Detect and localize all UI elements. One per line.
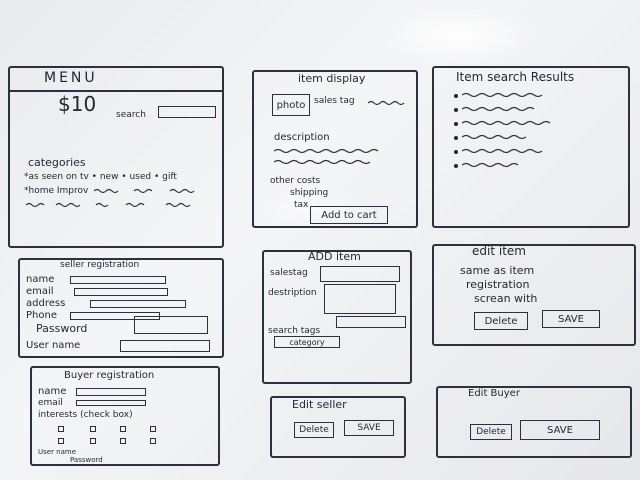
interests-label: interests (check box) — [38, 410, 133, 420]
edit-buyer-title: Edit Buyer — [468, 388, 520, 399]
search-label: search — [116, 110, 146, 120]
interest-checkbox[interactable] — [90, 426, 96, 432]
menu-header-divider — [10, 90, 222, 92]
seller-registration-panel: seller registration name email address P… — [18, 258, 224, 358]
shipping-label: shipping — [290, 188, 329, 198]
item-display-title: item display — [298, 72, 366, 85]
photo-placeholder: photo — [272, 94, 310, 116]
seller-username-input[interactable] — [120, 340, 210, 352]
seller-password-label: Password — [36, 322, 88, 335]
add-to-cart-button[interactable]: Add to cart — [310, 206, 388, 224]
interest-checkbox[interactable] — [150, 438, 156, 444]
interest-checkbox[interactable] — [58, 438, 64, 444]
add-item-title: ADD item — [308, 250, 361, 263]
seller-registration-title: seller registration — [60, 260, 140, 270]
edit-item-note-3: screan with — [474, 292, 538, 305]
categories-label: categories — [28, 156, 86, 169]
search-results-title: Item search Results — [456, 70, 575, 84]
buyer-email-label: email — [38, 398, 63, 408]
edit-item-note-1: same as item — [460, 264, 535, 277]
result-bullet — [454, 94, 458, 98]
result-bullet — [454, 164, 458, 168]
glare — [380, 6, 540, 66]
buyer-registration-title: Buyer registration — [64, 370, 155, 381]
category-line-1: *as seen on tv • new • used • gift — [24, 172, 177, 182]
seller-phone-label: Phone — [26, 310, 57, 321]
seller-name-label: name — [26, 274, 55, 285]
edit-buyer-panel: Edit Buyer Delete SAVE — [436, 386, 632, 458]
result-bullet — [454, 108, 458, 112]
result-bullet — [454, 150, 458, 154]
buyer-username-label: User name — [38, 448, 77, 456]
category-placeholder — [94, 188, 214, 194]
result-lines — [462, 92, 572, 168]
interest-checkbox[interactable] — [150, 426, 156, 432]
sales-tag-label: sales tag — [314, 96, 355, 106]
search-results-panel: Item search Results — [432, 66, 630, 228]
category-line-2: *home Improv — [24, 186, 89, 196]
menu-title: MENU — [44, 70, 98, 86]
seller-email-input[interactable] — [74, 288, 168, 296]
delete-button[interactable]: Delete — [470, 424, 512, 440]
item-display-panel: item display photo sales tag description… — [252, 70, 418, 228]
description-label: destription — [268, 288, 317, 298]
description-label: description — [274, 132, 330, 143]
edit-item-title: edit item — [472, 244, 526, 258]
interest-checkbox[interactable] — [120, 438, 126, 444]
edit-seller-panel: Edit seller Delete SAVE — [270, 396, 406, 458]
buyer-registration-panel: Buyer registration name email interests … — [30, 366, 220, 466]
seller-email-label: email — [26, 286, 54, 297]
edit-item-note-2: registration — [466, 278, 530, 291]
search-tags-label: search tags — [268, 326, 321, 336]
save-button[interactable]: SAVE — [344, 420, 394, 436]
seller-password-input[interactable] — [134, 316, 208, 334]
sales-tag-value — [368, 100, 408, 106]
delete-button[interactable]: Delete — [294, 422, 334, 438]
menu-panel: MENU $10 search categories *as seen on t… — [8, 66, 224, 248]
price: $10 — [58, 92, 97, 116]
result-bullet — [454, 122, 458, 126]
buyer-name-input[interactable] — [76, 388, 146, 396]
delete-button[interactable]: Delete — [474, 312, 528, 330]
search-input[interactable] — [158, 106, 216, 118]
other-costs-label: other costs — [270, 176, 321, 186]
interest-checkbox[interactable] — [58, 426, 64, 432]
seller-name-input[interactable] — [70, 276, 166, 284]
seller-address-input[interactable] — [90, 300, 186, 308]
add-item-panel: ADD item salestag destription search tag… — [262, 250, 412, 384]
interest-checkbox[interactable] — [90, 438, 96, 444]
description-input[interactable] — [324, 284, 396, 314]
description-text — [274, 148, 404, 165]
edit-seller-title: Edit seller — [292, 398, 347, 411]
sales-tag-input[interactable] — [320, 266, 400, 282]
save-button[interactable]: SAVE — [520, 420, 600, 440]
seller-username-label: User name — [26, 340, 81, 351]
category-placeholder — [26, 202, 216, 208]
sales-tag-label: salestag — [270, 268, 308, 278]
save-button[interactable]: SAVE — [542, 310, 600, 328]
edit-item-panel: edit item same as item registration scre… — [432, 244, 636, 346]
category-dropdown[interactable]: category — [274, 336, 340, 348]
seller-address-label: address — [26, 298, 66, 309]
result-bullet — [454, 136, 458, 140]
search-tags-input[interactable] — [336, 316, 406, 328]
interest-checkbox[interactable] — [120, 426, 126, 432]
tax-label: tax — [294, 200, 309, 210]
buyer-email-input[interactable] — [76, 400, 146, 406]
buyer-name-label: name — [38, 386, 67, 397]
buyer-password-label: Password — [70, 456, 103, 464]
